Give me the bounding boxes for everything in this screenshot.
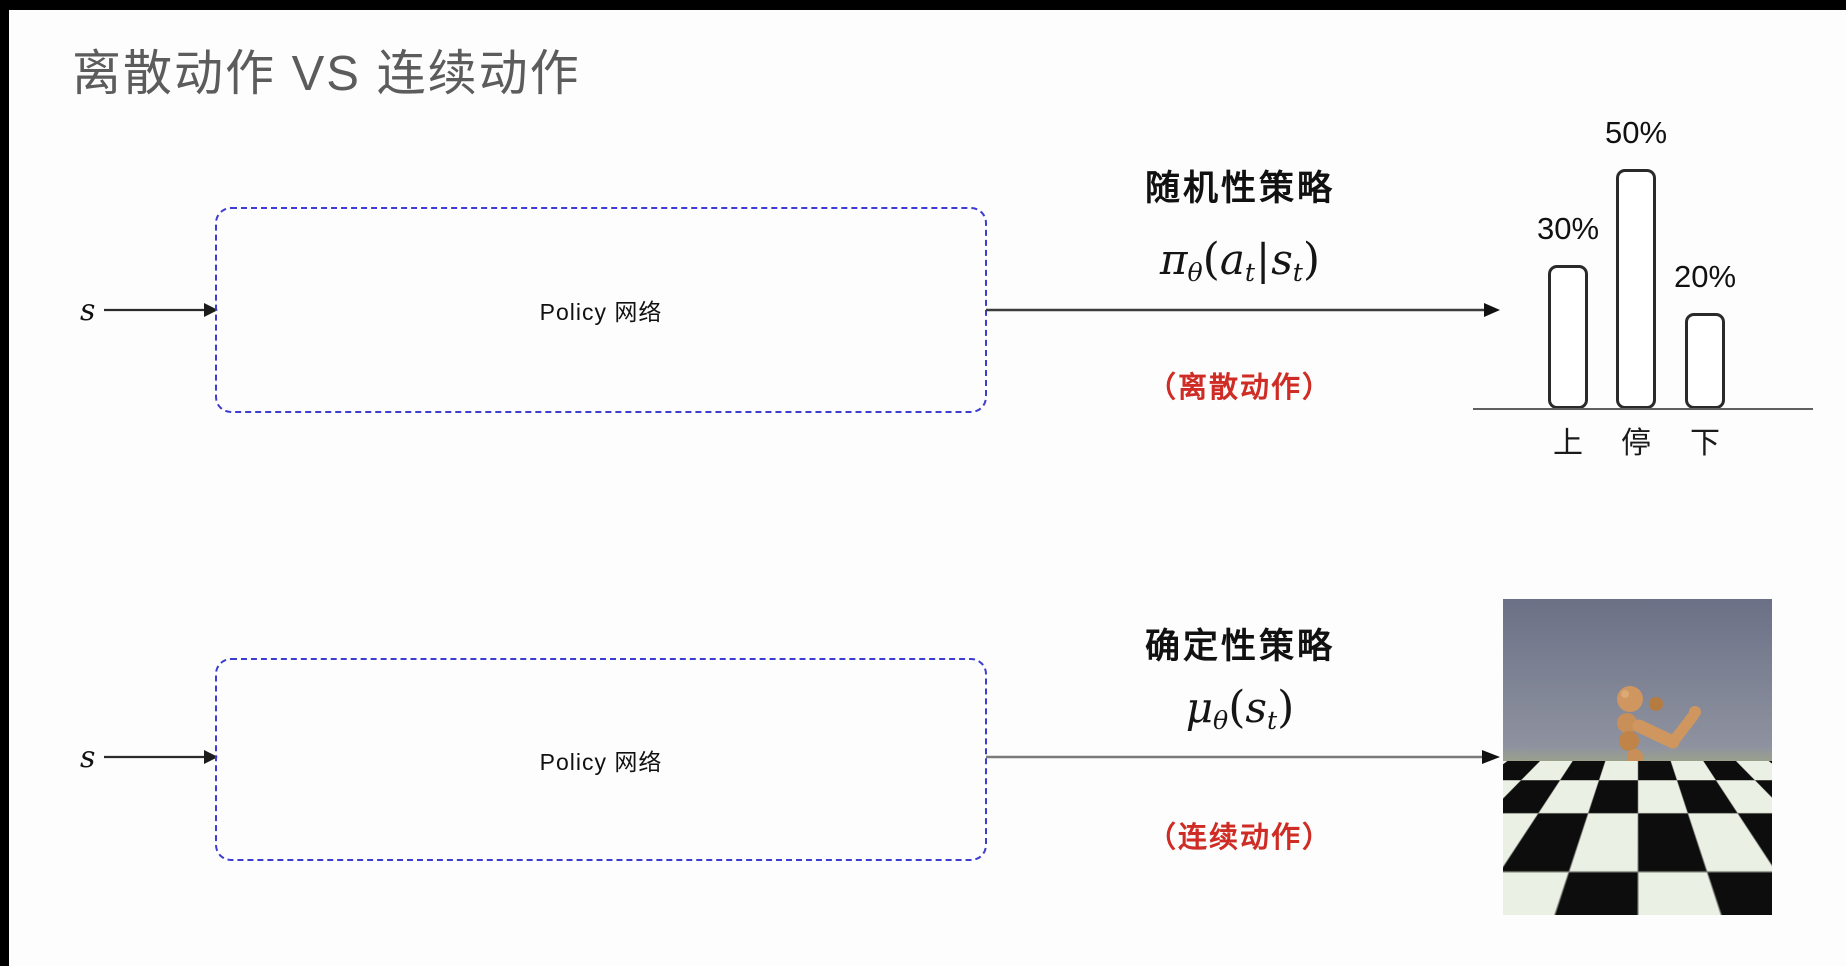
stochastic-input-arrow [104,303,218,317]
formula-symbol: π [1159,235,1188,284]
category-label-stop: 停 [1621,427,1651,460]
stochastic-policy-formula: πθ(at|st) [1159,234,1321,288]
deterministic-policy-heading: 确定性策略 [1144,627,1335,666]
bar-value-label: 50% [1604,115,1668,150]
top-border [0,0,1846,10]
formula-subscript: θ [1213,706,1229,736]
page-title: 离散动作 VS 连续动作 [72,47,581,101]
bar-group-down: 20% [1674,259,1736,409]
stochastic-output-arrow [986,303,1500,317]
bar-stop [1616,169,1656,409]
bar-group-up: 30% [1537,211,1599,409]
policy-box-label: Policy 网络 [539,748,663,775]
chart-baseline [1473,408,1813,410]
bar-value-label: 20% [1673,259,1737,294]
deterministic-input-label: s [80,740,96,775]
stochastic-policy-network-box: Policy 网络 [215,207,987,413]
humanoid-simulation-image [1503,599,1772,915]
bar-group-stop: 50% [1605,115,1667,409]
discrete-action-note: （离散动作） [1146,372,1333,404]
bar-up [1548,265,1588,409]
deterministic-input-arrow [104,750,218,764]
stochastic-policy-heading: 随机性策略 [1144,169,1335,208]
deterministic-policy-network-box: Policy 网络 [215,658,987,861]
formula-symbol: μ [1185,683,1214,732]
deterministic-output-arrow [986,750,1500,764]
category-label-down: 下 [1690,427,1720,460]
stochastic-input-label: s [80,293,96,328]
humanoid-robot-icon [1581,686,1701,863]
left-border [0,0,9,966]
decorative-circle-icon [0,30,62,110]
bar-down [1685,313,1725,409]
bar-value-label: 30% [1536,211,1600,246]
category-label-up: 上 [1553,427,1583,460]
formula-subscript: θ [1187,258,1203,288]
deterministic-policy-formula: μθ(st) [1185,682,1295,736]
policy-box-label: Policy 网络 [539,299,663,325]
continuous-action-note: （连续动作） [1146,822,1333,854]
action-probability-bar-chart: 30% 50% 20% 上 停 下 [1473,100,1815,470]
